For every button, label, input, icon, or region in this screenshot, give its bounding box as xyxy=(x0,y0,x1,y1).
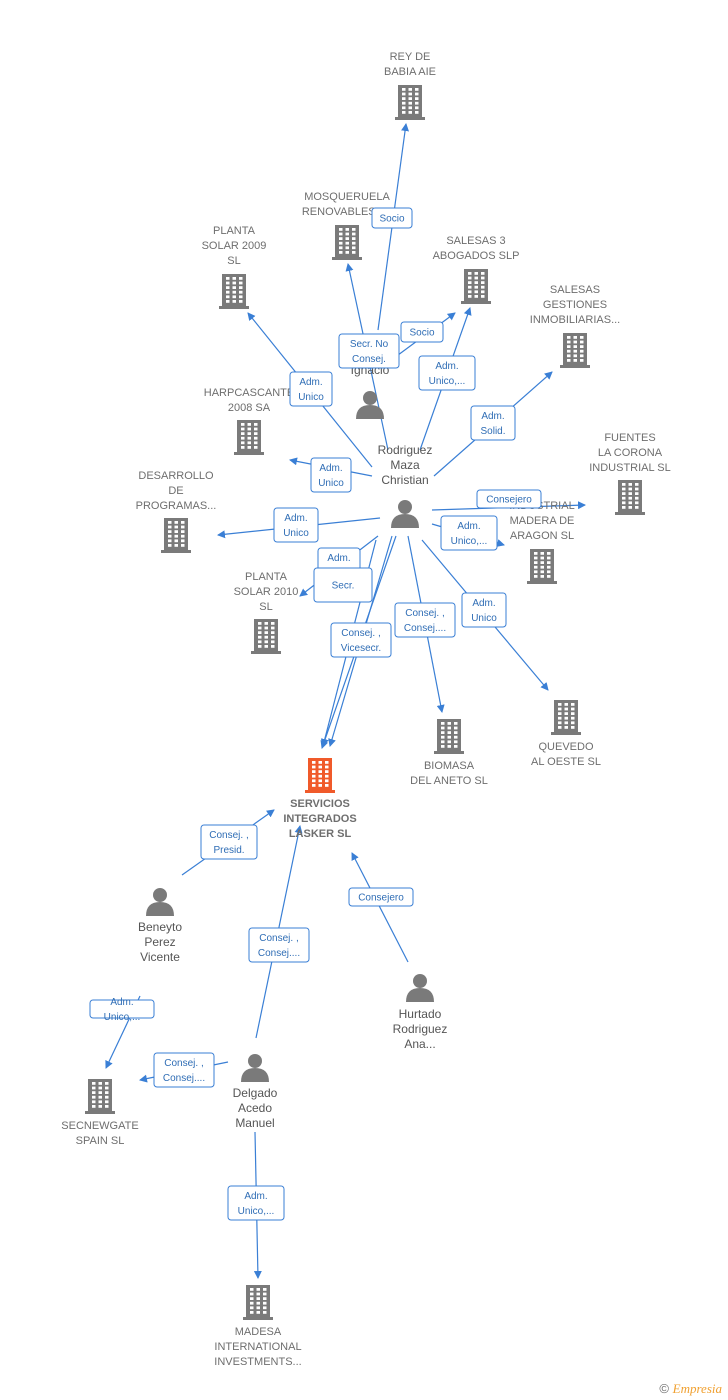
building-icon[interactable] xyxy=(243,1285,273,1320)
person-icon[interactable] xyxy=(241,1054,269,1082)
relation-text: Adm.Unico,... xyxy=(429,361,466,387)
building-icon[interactable] xyxy=(251,619,281,654)
relation-label[interactable]: Consej. ,Consej.... xyxy=(394,602,456,638)
building-icon[interactable] xyxy=(161,518,191,553)
relation-text: Consejero xyxy=(358,893,404,904)
building-icon[interactable] xyxy=(85,1079,115,1114)
building-icon[interactable] xyxy=(560,333,590,368)
relation-label[interactable]: Consej. ,Consej.... xyxy=(248,927,310,963)
relation-text: Consej. ,Consej.... xyxy=(163,1058,205,1084)
relation-text: Adm.Solid. xyxy=(480,411,505,437)
building-icon[interactable] xyxy=(234,420,264,455)
relation-text: Adm.Unico,... xyxy=(451,521,488,547)
relation-edge xyxy=(351,852,409,963)
relation-text: Consej. ,Vicesecr. xyxy=(341,628,381,654)
relation-label[interactable]: Consejero xyxy=(476,489,542,509)
relation-label[interactable]: Adm.Unico xyxy=(289,371,333,407)
relation-label[interactable]: Socio xyxy=(371,207,413,229)
brand-logo: Empresia xyxy=(672,1381,722,1396)
relation-label[interactable]: Adm.Unico xyxy=(273,507,319,543)
person-icon[interactable] xyxy=(146,888,174,916)
footer-brand[interactable]: © Empresia xyxy=(659,1381,722,1397)
relation-text: Consejero xyxy=(486,495,532,506)
relation-text: Consej. ,Consej.... xyxy=(404,608,446,634)
building-icon[interactable] xyxy=(395,85,425,120)
relation-label[interactable]: Adm.Unico,... xyxy=(418,355,476,391)
building-icon[interactable] xyxy=(434,719,464,754)
relation-text: Adm.Unico xyxy=(318,463,344,489)
relation-text: Socio xyxy=(409,328,434,339)
relation-label[interactable]: Adm.Unico,... xyxy=(440,515,498,551)
relation-text: Adm.Unico,... xyxy=(238,1191,275,1217)
relation-label[interactable]: Secr. xyxy=(313,567,373,603)
relation-text: Adm.Unico xyxy=(283,513,309,539)
person-icon[interactable] xyxy=(391,500,419,528)
building-icon[interactable] xyxy=(615,480,645,515)
relation-text: Adm.Unico xyxy=(471,598,497,624)
relation-label[interactable]: Consejero xyxy=(348,887,414,907)
building-icon[interactable] xyxy=(461,269,491,304)
relation-label[interactable]: Adm.Unico xyxy=(461,592,507,628)
relation-label[interactable]: Adm.Unico,... xyxy=(227,1185,285,1221)
building-icon[interactable] xyxy=(527,549,557,584)
relation-label[interactable]: Adm.Unico xyxy=(310,457,352,493)
relation-text: Adm.Unico,... xyxy=(104,997,141,1023)
relation-text: Secr. xyxy=(332,581,355,592)
relation-label[interactable]: Consej. ,Presid. xyxy=(200,824,258,860)
person-icon[interactable] xyxy=(406,974,434,1002)
relation-text: Consej. ,Consej.... xyxy=(258,933,300,959)
relation-text: Socio xyxy=(379,214,404,225)
copyright-icon: © xyxy=(659,1381,670,1396)
building-icon[interactable] xyxy=(219,274,249,309)
building-icon[interactable] xyxy=(305,758,335,793)
relation-label[interactable]: Consej. ,Consej.... xyxy=(153,1052,215,1088)
building-icon[interactable] xyxy=(551,700,581,735)
person-icon[interactable] xyxy=(356,391,384,419)
relation-label[interactable]: Adm.Solid. xyxy=(470,405,516,441)
relation-label[interactable]: Socio xyxy=(400,321,444,343)
relation-label[interactable]: Consej. ,Vicesecr. xyxy=(330,622,392,658)
relation-text: Adm.Unico xyxy=(298,377,324,403)
building-icon[interactable] xyxy=(332,225,362,260)
relation-label[interactable]: Adm.Unico,... xyxy=(89,997,155,1023)
relation-text: Consej. ,Presid. xyxy=(209,830,248,856)
